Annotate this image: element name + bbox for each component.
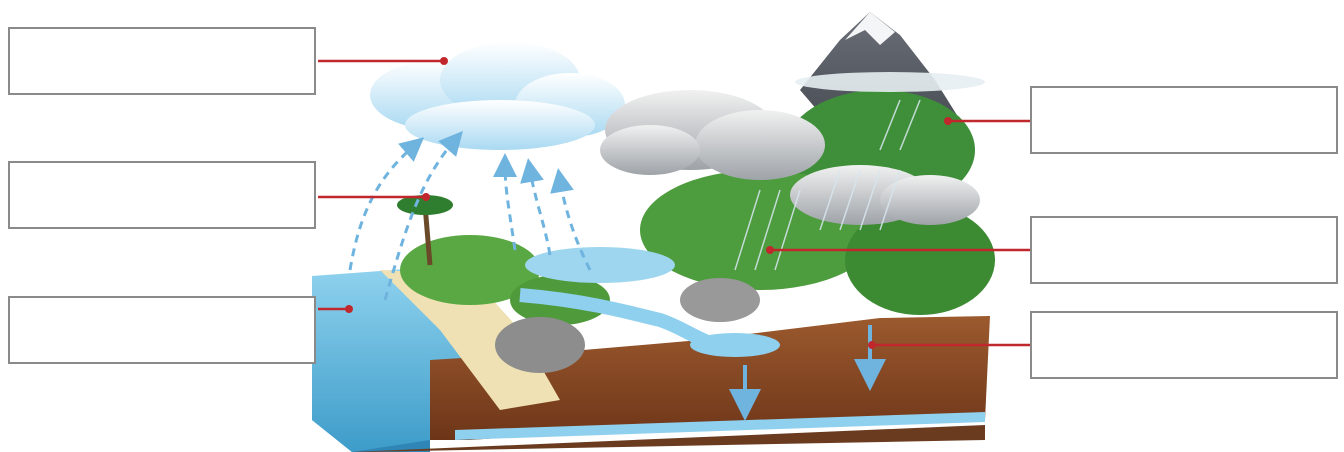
answer-text [10, 298, 314, 314]
answer-box-runoff[interactable] [1030, 216, 1338, 284]
bedrock-base [352, 425, 985, 452]
dot-l2 [422, 193, 430, 201]
answer-box-cloud[interactable] [8, 27, 316, 95]
beach [380, 270, 560, 410]
dot-l1 [440, 57, 448, 65]
answer-box-groundwater[interactable] [1030, 311, 1338, 379]
answer-text [1032, 88, 1336, 104]
white-cloud [370, 42, 625, 150]
rain [734, 99, 921, 271]
palm-trunk [422, 204, 433, 266]
grey-cloud-lower [790, 165, 980, 225]
lake [525, 247, 675, 283]
leader-lines [318, 59, 1030, 347]
answer-text [10, 29, 314, 45]
rocks-left [495, 317, 585, 373]
rocks-right [680, 278, 760, 322]
answer-box-transpiration[interactable] [8, 161, 316, 229]
answer-text [1032, 313, 1336, 329]
mountain-cloud [795, 72, 985, 92]
answer-box-ocean[interactable] [8, 296, 316, 364]
forest-low [400, 235, 540, 305]
dot-r3 [868, 341, 876, 349]
river-pool [690, 333, 780, 357]
dot-l3 [345, 305, 353, 313]
answer-text [1032, 218, 1336, 234]
mountain-snow [845, 12, 895, 45]
answer-text [10, 163, 314, 179]
soil-block [430, 316, 990, 440]
leader-dots [345, 57, 952, 349]
answer-box-precipitation[interactable] [1030, 86, 1338, 154]
groundwater-layer [455, 412, 985, 440]
grey-cloud-upper [600, 90, 825, 180]
forest-right [845, 205, 995, 315]
infiltration-arrows [729, 325, 886, 421]
palm-leaves [397, 195, 453, 215]
dot-r1 [944, 117, 952, 125]
dot-r2 [766, 246, 774, 254]
